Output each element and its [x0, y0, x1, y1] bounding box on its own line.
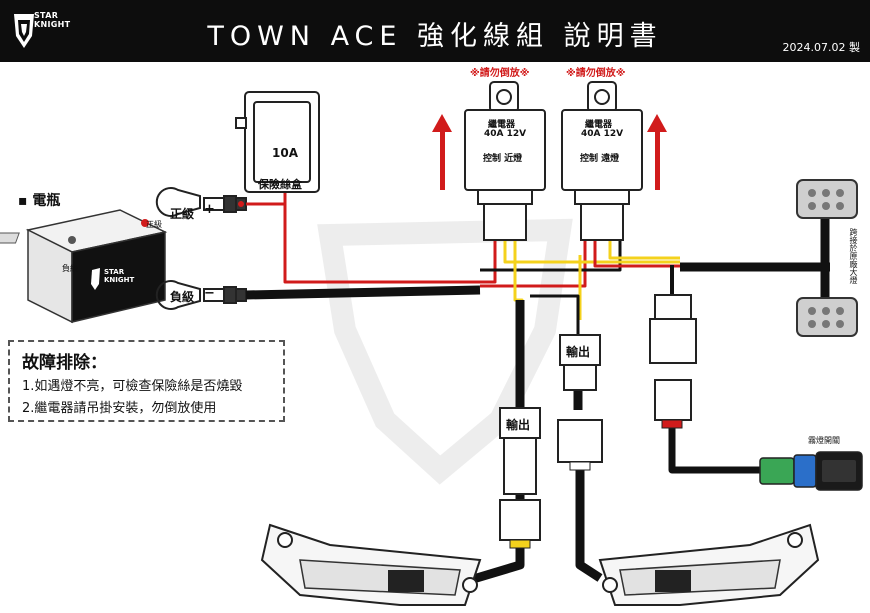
relay-1-function: 控制 近燈 [483, 154, 523, 164]
fog-switch-icon [759, 451, 863, 491]
oem-connector-bottom-icon [796, 297, 858, 337]
oem-connector-top-icon [796, 179, 858, 219]
relay-1-spec: 40A 12V [484, 129, 527, 139]
fog-switch-label: 霧燈開關 [808, 436, 840, 445]
brand-name: STAR KNIGHT [34, 11, 70, 29]
fuse-box-label: 保險絲盒 [258, 178, 302, 191]
up-arrow-icon [432, 114, 452, 190]
watermark-knight-icon [317, 218, 573, 485]
relay-low-beam-icon [464, 81, 546, 241]
battery-brand-label: STAR KNIGHT [104, 268, 134, 284]
battery-icon [0, 209, 168, 324]
relay-2-name: 繼電器 [585, 120, 613, 130]
output-connector-right-icon [557, 334, 603, 471]
wiring-diagram [0, 81, 863, 606]
output-label-left: 輸出 [506, 418, 531, 432]
output-connector-left-icon [499, 407, 541, 549]
fuse-box-icon [235, 91, 320, 193]
brand-line-2: KNIGHT [34, 20, 71, 29]
star-knight-logo-icon [14, 14, 34, 48]
battery-brand-line-2: KNIGHT [104, 276, 135, 284]
relay-1-name: 繼電器 [488, 120, 516, 130]
relay-high-beam-icon [561, 81, 643, 241]
relay-2-warning: ※請勿倒放※ [566, 68, 626, 79]
negative-terminal-label: 負級 [170, 290, 195, 304]
troubleshooting-box: 故障排除： 1.如遇燈不亮，可檢查保險絲是否燒毀 2.繼電器請吊掛安裝，勿倒放使… [8, 340, 285, 422]
battery-label: ▪ 電瓶 [18, 193, 61, 209]
switch-connector-icon [649, 294, 697, 429]
oem-headlight-note: 跨接於原廠大燈 [849, 228, 858, 284]
fog-lamp-left-icon [260, 523, 482, 606]
date-label: 2024.07.02 製 [782, 41, 860, 54]
fuse-rating: 10A [272, 146, 298, 160]
troubleshooting-item-1: 1.如遇燈不亮，可檢查保險絲是否燒毀 [22, 379, 243, 394]
battery-brand-line-1: STAR [104, 268, 125, 276]
battery-positive-label: 正級 [146, 220, 162, 229]
relay-2-spec: 40A 12V [581, 129, 624, 139]
wires [245, 192, 830, 585]
relay-1-warning: ※請勿倒放※ [470, 68, 530, 79]
up-arrow-icon [647, 114, 667, 190]
positive-ring-terminal-icon [155, 187, 247, 217]
output-label-right: 輸出 [566, 345, 591, 359]
negative-ring-terminal-icon [155, 280, 247, 310]
brand-line-1: STAR [34, 11, 59, 20]
relay-2-function: 控制 遠燈 [580, 154, 620, 164]
minus-sign: − [204, 286, 215, 301]
page-title: TOWN ACE 強化線組 說明書 [207, 21, 663, 52]
troubleshooting-heading: 故障排除： [22, 353, 107, 373]
header-bar: STAR KNIGHT TOWN ACE 強化線組 說明書 2024.07.02… [0, 0, 870, 62]
positive-terminal-label: 正級 [170, 207, 195, 221]
plus-sign: + [204, 202, 215, 217]
fog-lamp-right-icon [598, 523, 820, 606]
troubleshooting-item-2: 2.繼電器請吊掛安裝，勿倒放使用 [22, 401, 217, 416]
battery-negative-label: 負級 [62, 264, 78, 273]
